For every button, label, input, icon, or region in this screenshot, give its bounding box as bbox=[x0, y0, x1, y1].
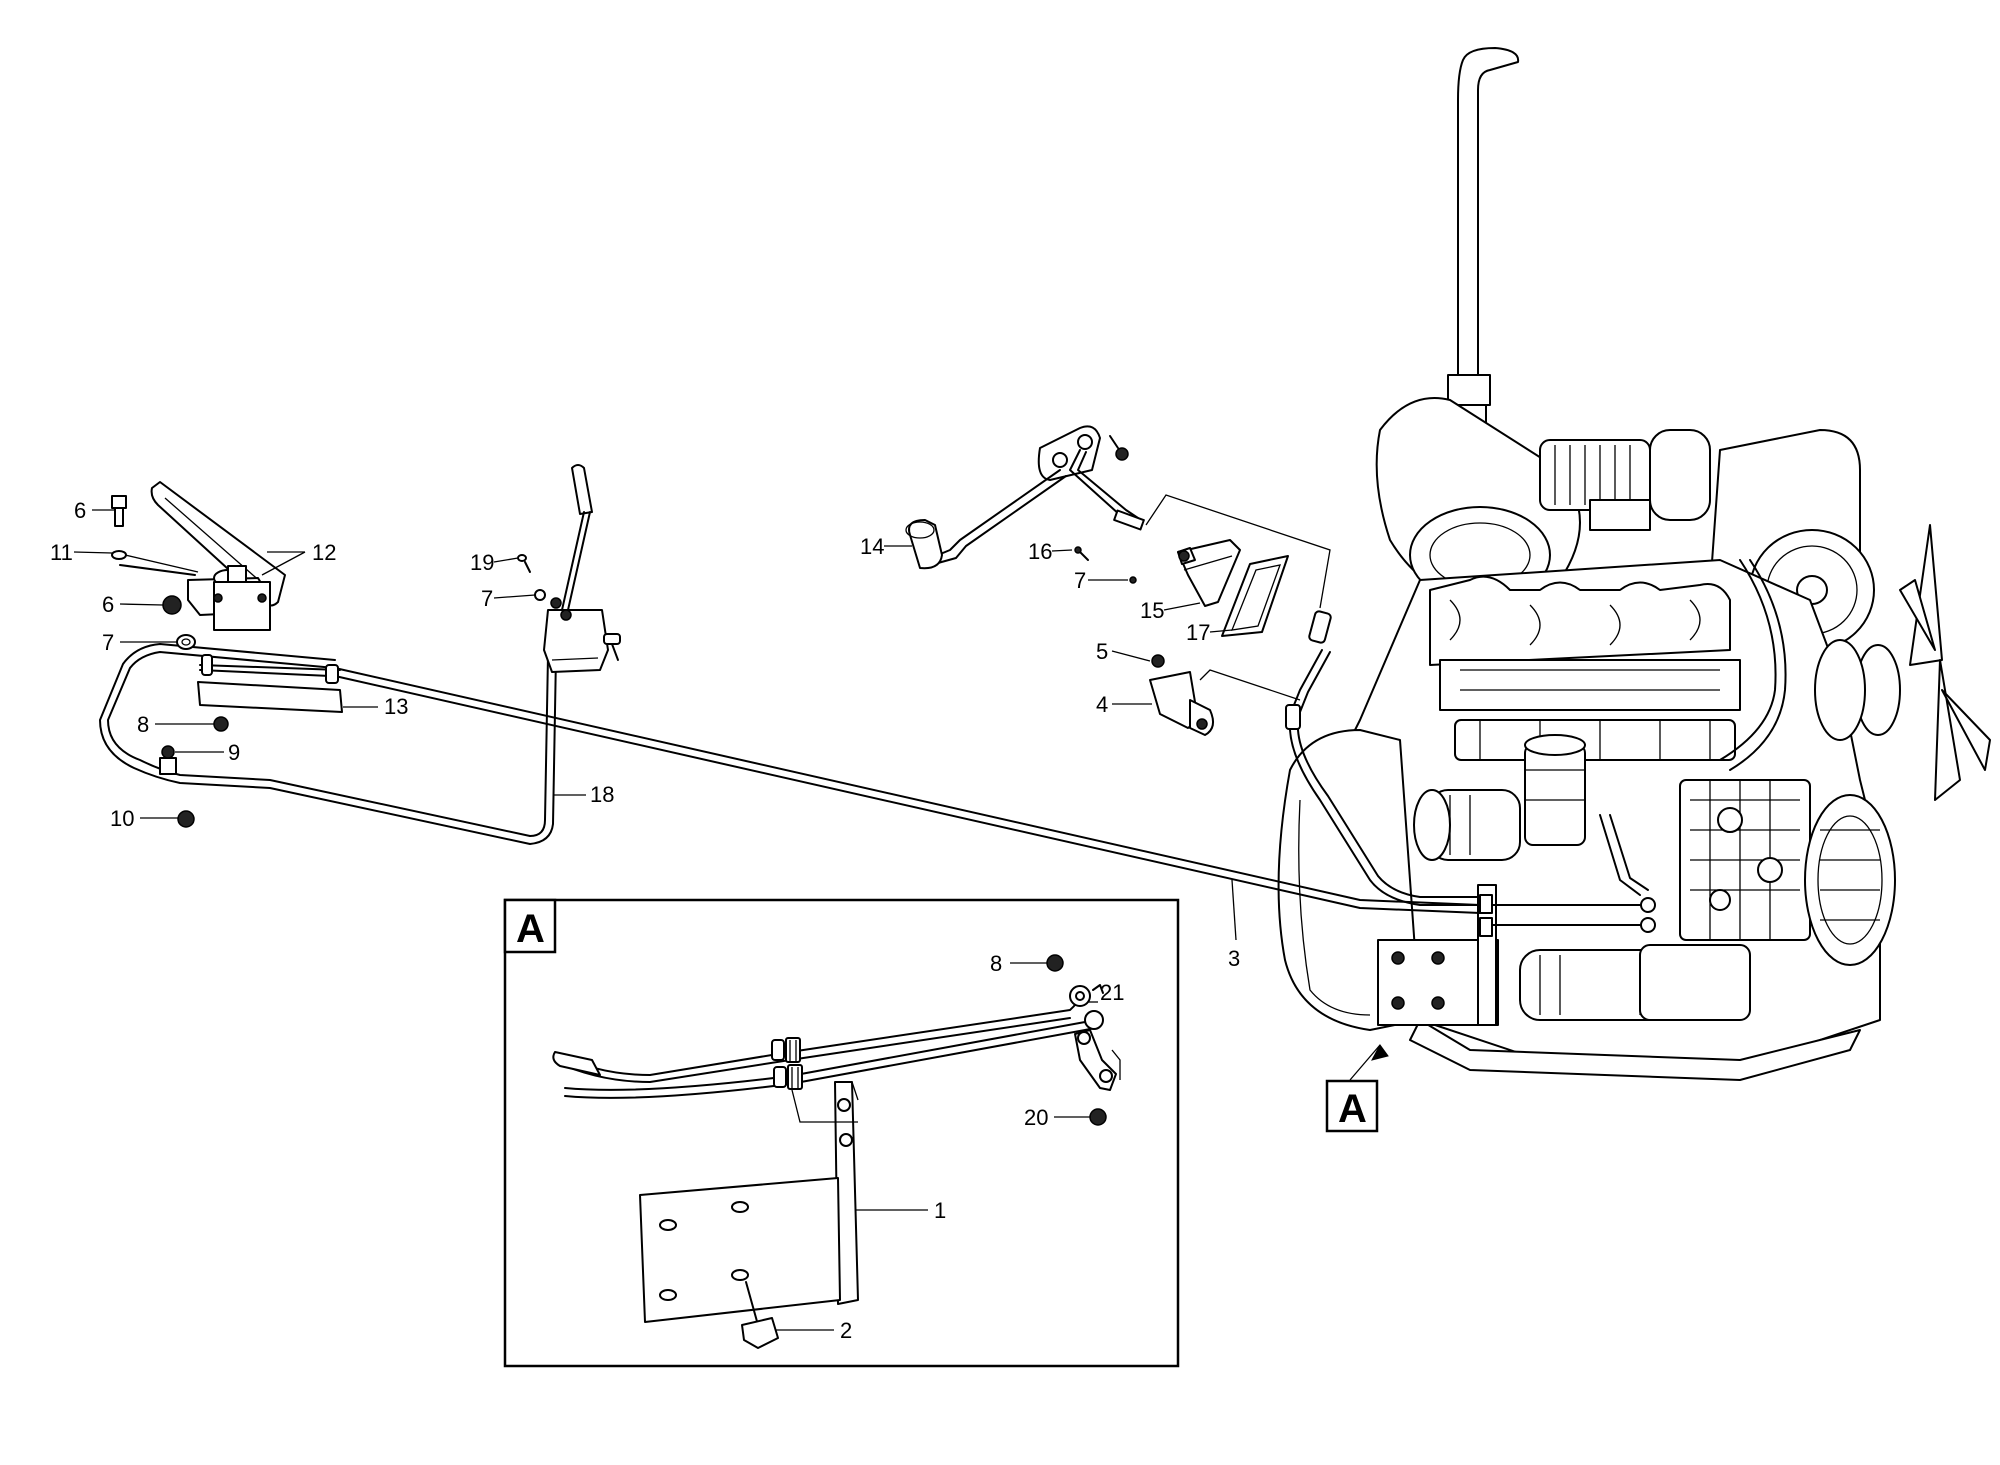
detail-label-inset: A bbox=[516, 907, 545, 951]
leader-lines bbox=[73, 509, 1389, 1331]
callout-7-washer: 7 bbox=[102, 630, 114, 655]
pin-16 bbox=[1074, 546, 1089, 561]
detail-label-engine: A bbox=[1338, 1087, 1367, 1131]
callout-6-nut: 6 bbox=[102, 592, 114, 617]
bracket-1 bbox=[639, 1081, 859, 1323]
callout-8-nut: 8 bbox=[137, 712, 149, 737]
cables bbox=[99, 610, 1481, 914]
bracket-4 bbox=[1149, 669, 1301, 736]
nut-5 bbox=[1151, 654, 1165, 668]
callout-8-nut-inset: 8 bbox=[990, 951, 1002, 976]
washer-7-mid bbox=[534, 589, 562, 609]
nut-10 bbox=[177, 810, 195, 828]
nut-8-inset bbox=[1046, 954, 1064, 972]
callout-17-pad: 17 bbox=[1186, 620, 1210, 645]
callout-5-nut: 5 bbox=[1096, 639, 1108, 664]
pedal-assembly bbox=[119, 481, 286, 631]
callout-6-bolt: 6 bbox=[74, 498, 86, 523]
screw-top bbox=[1109, 435, 1129, 461]
callout-11-washer: 11 bbox=[50, 540, 73, 565]
washer-7-left bbox=[176, 634, 196, 650]
callout-20-nut: 20 bbox=[1024, 1105, 1048, 1130]
callout-21-link: 21 bbox=[1100, 980, 1124, 1005]
washer-11 bbox=[111, 550, 127, 560]
callout-14-throttle: 14 bbox=[860, 534, 884, 559]
hand-lever bbox=[543, 464, 621, 673]
nut-8-left bbox=[213, 716, 229, 732]
callout-19-pin: 19 bbox=[470, 550, 494, 575]
nut-6-lower bbox=[162, 595, 182, 615]
callout-3-cable: 3 bbox=[1228, 946, 1240, 971]
pad-17 bbox=[1221, 555, 1289, 637]
nut-20 bbox=[1089, 1108, 1107, 1126]
callout-15-module: 15 bbox=[1140, 598, 1164, 623]
bolt-6-top bbox=[111, 495, 127, 527]
pin-19 bbox=[517, 554, 531, 573]
detail-ref-box bbox=[1325, 1079, 1379, 1133]
callout-13-bracket: 13 bbox=[384, 694, 408, 719]
pedal-module-15 bbox=[1177, 539, 1241, 607]
detail-inset-a bbox=[503, 898, 1180, 1368]
callout-labels: 6 11 12 6 7 13 8 9 10 19 7 18 14 16 7 15… bbox=[50, 498, 1367, 1343]
callout-18-cable: 18 bbox=[590, 782, 614, 807]
hand-throttle bbox=[905, 425, 1145, 570]
callout-7-washer-right: 7 bbox=[1074, 568, 1086, 593]
callout-16-pin: 16 bbox=[1028, 539, 1052, 564]
washer-7-right bbox=[1129, 576, 1137, 584]
callout-10-nut: 10 bbox=[110, 806, 134, 831]
callout-1-bracket: 1 bbox=[934, 1198, 946, 1223]
clip-9 bbox=[159, 745, 177, 775]
bracket-13 bbox=[197, 654, 343, 713]
callout-4-bracket: 4 bbox=[1096, 692, 1108, 717]
callout-2-bolt: 2 bbox=[840, 1318, 852, 1343]
callout-12-pedal: 12 bbox=[312, 540, 336, 565]
callout-9-clip: 9 bbox=[228, 740, 240, 765]
engine-assembly bbox=[1277, 47, 1991, 1081]
bolt-2 bbox=[741, 1281, 779, 1349]
callout-7-washer-mid: 7 bbox=[481, 586, 493, 611]
